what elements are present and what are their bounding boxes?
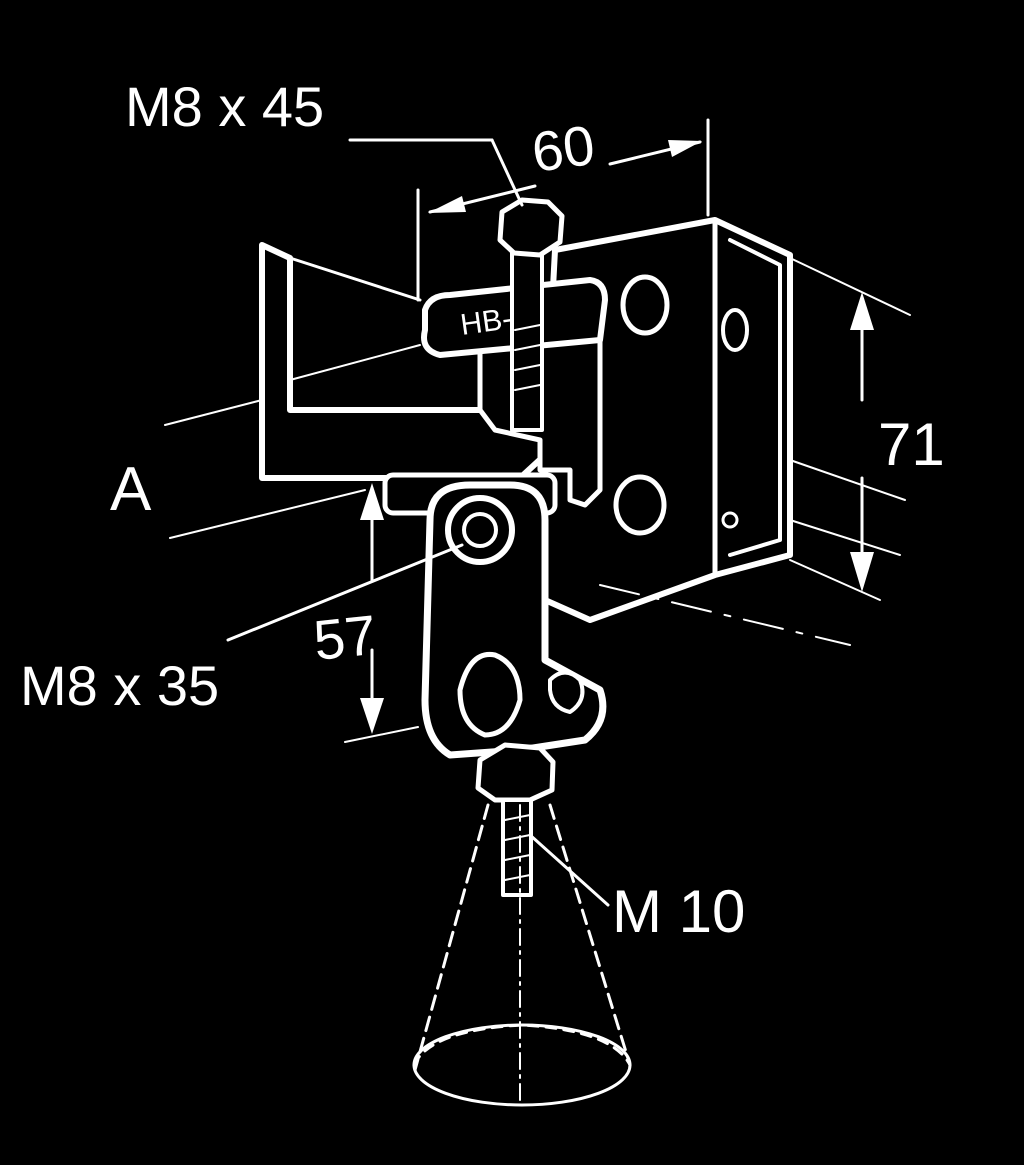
top-bolt-label: M8 x 45 xyxy=(125,75,324,138)
dimension-71: 71 xyxy=(850,292,945,592)
upper-hole xyxy=(620,274,670,336)
height-dimension-label: 71 xyxy=(878,411,945,478)
lower-hole-nut xyxy=(613,474,667,536)
load-cone xyxy=(412,803,632,1107)
reference-lines xyxy=(164,257,911,743)
threaded-rod xyxy=(475,742,556,897)
dimension-57: 57 xyxy=(311,483,384,734)
top-bolt-nut xyxy=(497,197,565,258)
width-dimension-label: 60 xyxy=(528,113,598,184)
top-bolt xyxy=(497,197,565,432)
rod-nut xyxy=(475,742,556,803)
section-a-label: A xyxy=(110,455,152,524)
drop-dimension-label: 57 xyxy=(311,603,380,672)
bottom-bolt-label: M8 x 35 xyxy=(20,654,219,717)
swivel-bolt-head xyxy=(445,495,515,565)
leader-lines xyxy=(226,138,610,907)
dimension-60: 60 xyxy=(416,113,710,302)
swivel-link xyxy=(382,472,607,759)
rod-label: M 10 xyxy=(612,878,745,945)
